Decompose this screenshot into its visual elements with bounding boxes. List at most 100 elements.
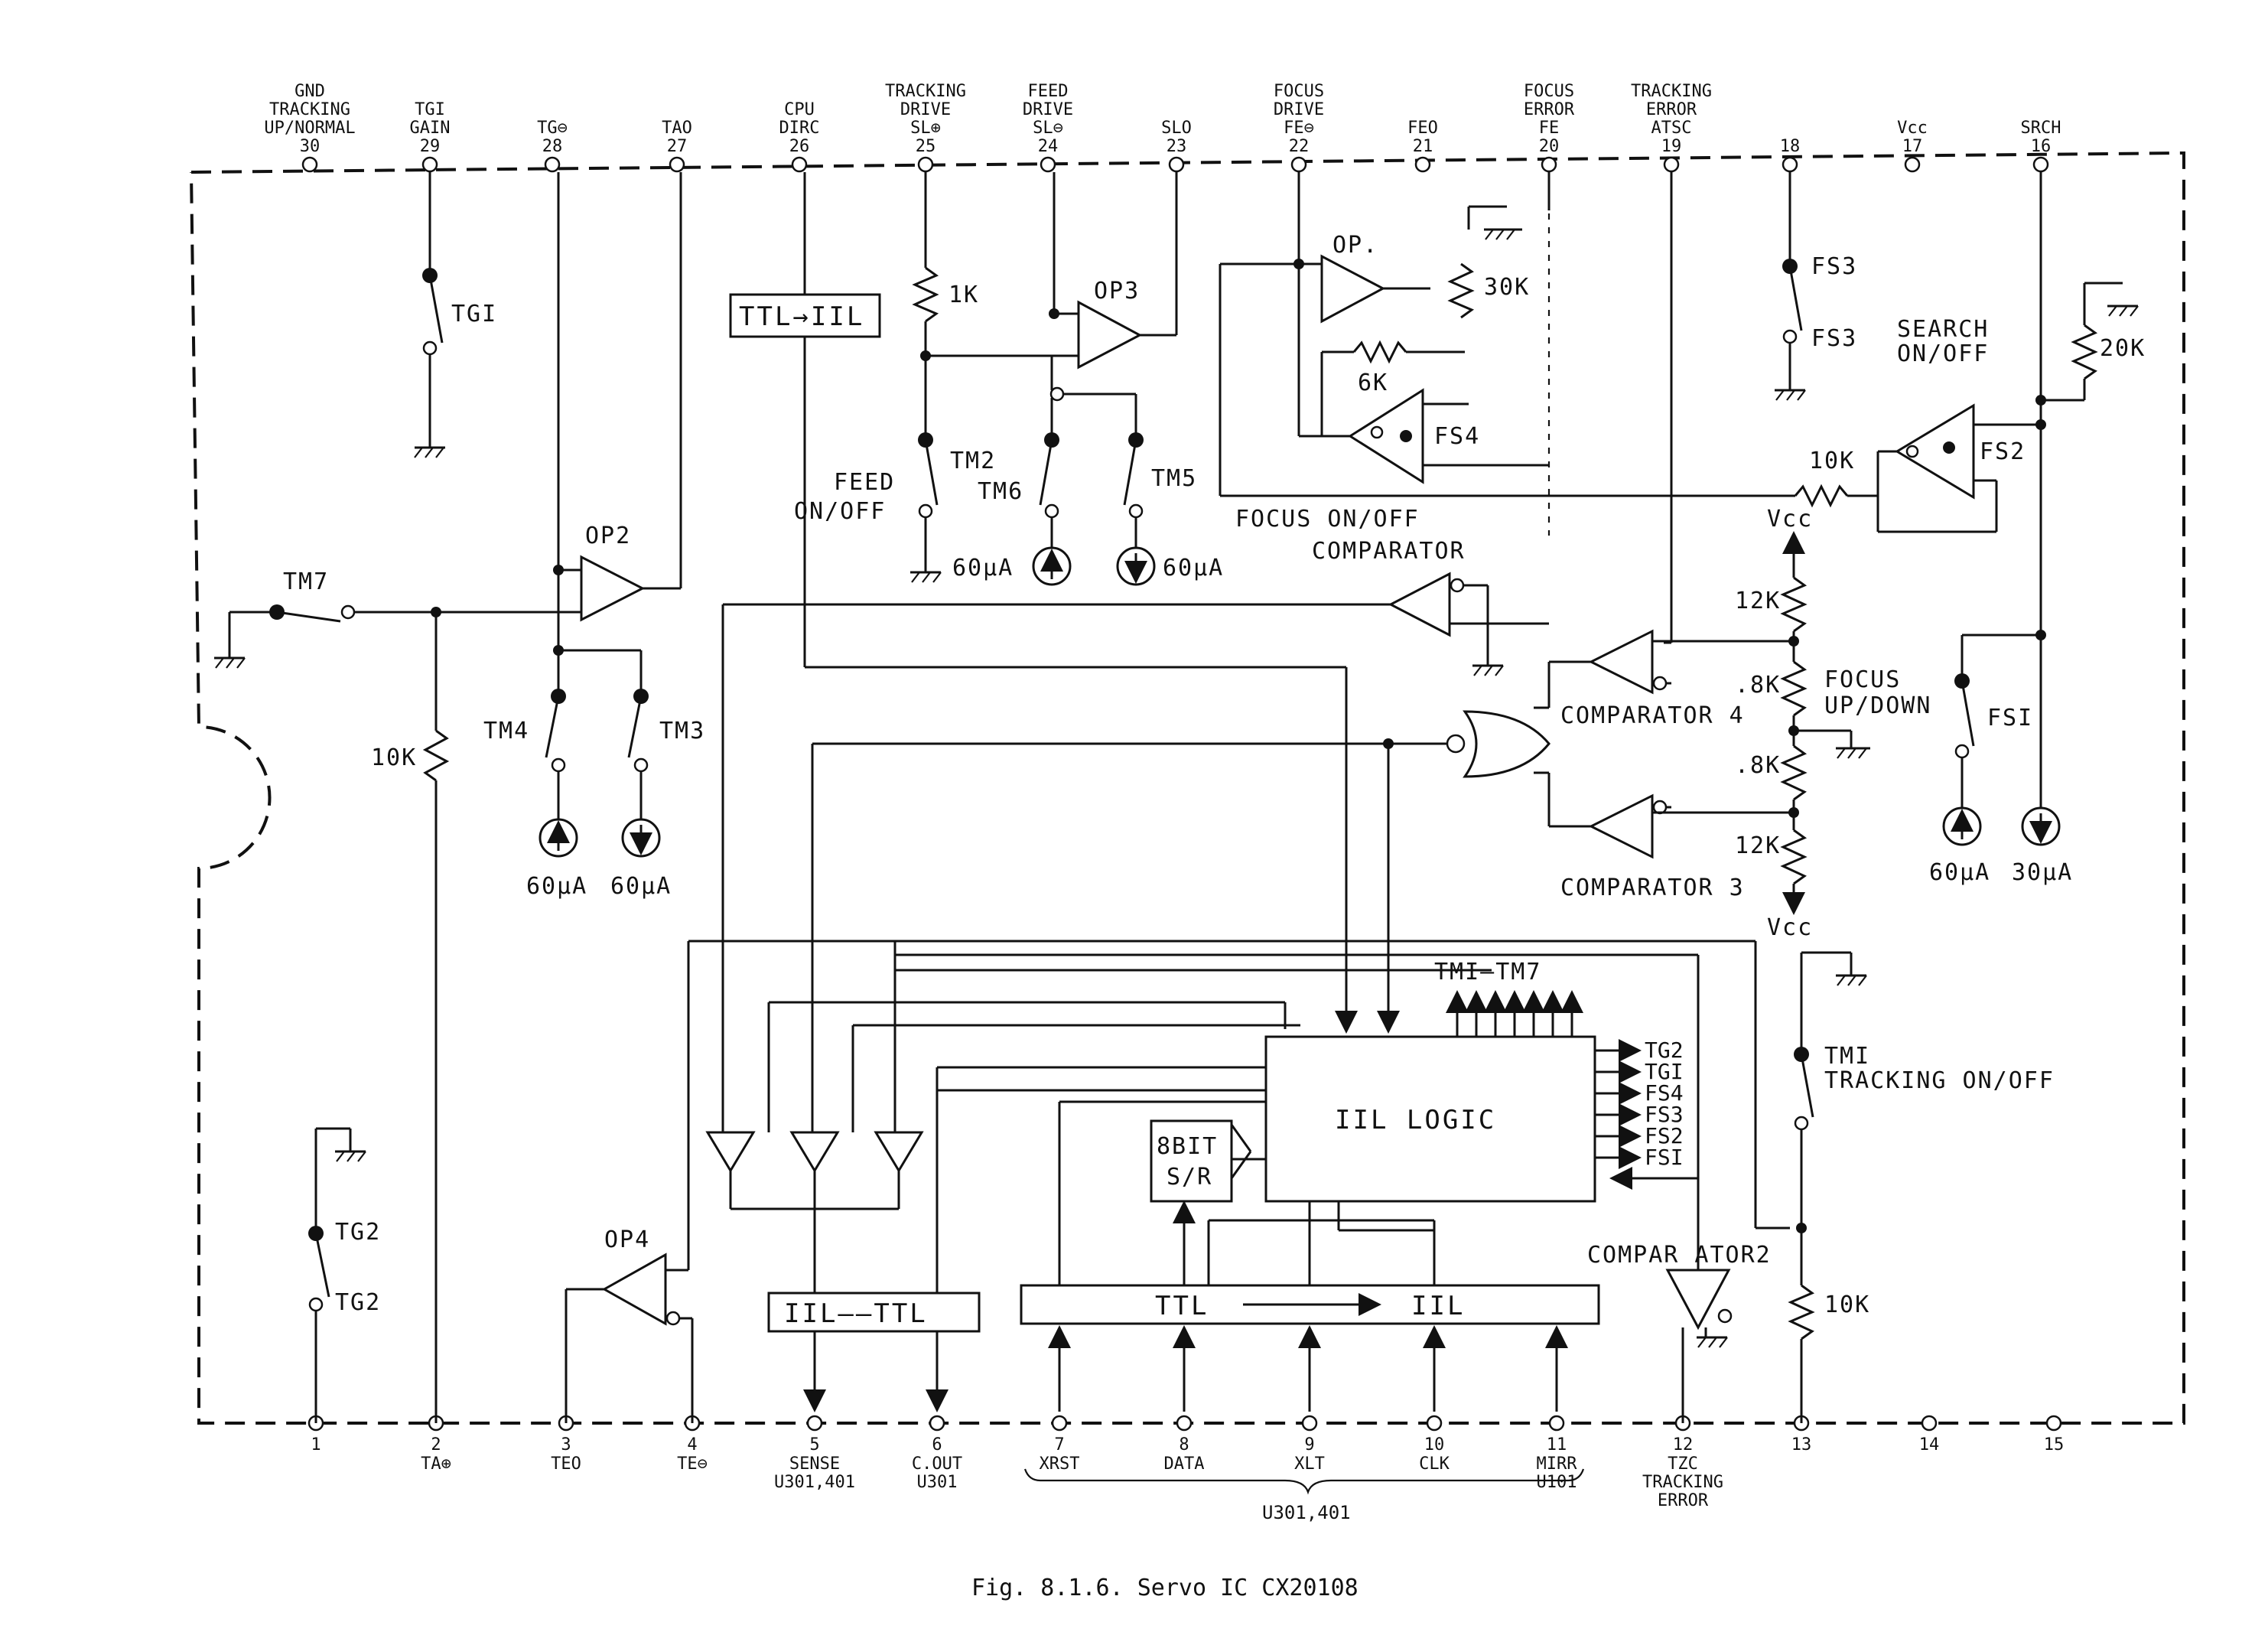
pin-14-number: 14 [1919, 1435, 1940, 1454]
pin-25-terminal [917, 156, 934, 173]
pin-29-label: GAIN [410, 119, 451, 138]
pin-22-terminal [1290, 156, 1307, 173]
r6k-label: 6K [1358, 370, 1388, 396]
fs2-label: FS2 [1980, 438, 2026, 465]
pin-6-terminal [929, 1415, 945, 1432]
pin-14-terminal [1921, 1415, 1938, 1432]
pin-20-label: FOCUS [1524, 82, 1574, 101]
pin-28-number: 28 [542, 137, 563, 156]
r12k-a-label: 12K [1735, 588, 1781, 614]
pin-13: 13 [1791, 1415, 1811, 1454]
pin-23-label: SLO [1161, 119, 1192, 138]
pin-24-number: 24 [1038, 137, 1059, 156]
op4-label: OP4 [604, 1226, 650, 1253]
pin-21-terminal [1414, 156, 1431, 173]
pin-11-terminal [1548, 1415, 1565, 1432]
i60b-label: 60μA [610, 873, 672, 900]
pin-30-label: GND [294, 82, 325, 101]
search-label-2: ON/OFF [1897, 340, 1989, 367]
pin-26-label: DIRC [779, 119, 820, 138]
tg2-label-a: TG2 [335, 1219, 381, 1246]
pin-5-label: U301,401 [774, 1473, 855, 1492]
tg1-switch: TGI [414, 172, 496, 458]
shift-register: 8BIT S/R [1150, 1119, 1266, 1203]
pin-27-number: 27 [667, 137, 688, 156]
pin-20-label: ERROR [1524, 100, 1575, 119]
tm1-label: TMI [1824, 1043, 1870, 1070]
comparator-3: COMPARATOR 3 [1534, 771, 1794, 901]
ttl-iil-bottom-a: TTL [1155, 1291, 1209, 1321]
pin-24-label: SL⊖ [1033, 119, 1063, 138]
pin-2: 2TA⊕ [421, 1415, 451, 1474]
pin-18: 18 [1780, 137, 1801, 173]
pin-12-label: ERROR [1658, 1491, 1709, 1510]
comparator-3-label: COMPARATOR 3 [1560, 875, 1745, 901]
r12k-b-label: 12K [1735, 832, 1781, 859]
r10k-fs2-label: 10K [1809, 448, 1855, 474]
tg2-label-b: TG2 [335, 1289, 381, 1316]
pin-15-number: 15 [2044, 1435, 2065, 1454]
pin-18-terminal [1782, 156, 1798, 173]
pin-10-number: 10 [1424, 1435, 1445, 1454]
sr-label-2: S/R [1167, 1164, 1212, 1191]
pin-2-label: TA⊕ [421, 1454, 451, 1474]
pin-14: 14 [1919, 1415, 1940, 1454]
pin-9-number: 9 [1304, 1435, 1314, 1454]
pin-16-label: SRCH [2021, 119, 2061, 138]
comparator-4-label: COMPARATOR 4 [1560, 702, 1745, 729]
tracking-onoff-label: TRACKING ON/OFF [1824, 1067, 2055, 1094]
pin-11-label: U101 [1537, 1473, 1577, 1492]
fs1-switch: FSI 60μA 30μA [1929, 635, 2071, 886]
pin-20-label: FE [1539, 119, 1560, 138]
r10k-right-label: 10K [1824, 1292, 1870, 1318]
pin-19-label: ERROR [1646, 100, 1697, 119]
pin-7-number: 7 [1054, 1435, 1064, 1454]
sr-label-1: 8BIT [1157, 1133, 1218, 1160]
iil-ttl-label: IIL——TTL [784, 1298, 928, 1329]
pin-12-number: 12 [1673, 1435, 1694, 1454]
tm6-label: TM6 [978, 478, 1023, 505]
focus-onoff-label: FOCUS ON/OFF [1235, 506, 1420, 533]
pin-7-label: XRST [1040, 1454, 1080, 1474]
pin-30-number: 30 [300, 137, 321, 156]
tm4-label: TM4 [483, 718, 529, 744]
r20k-label: 20K [2100, 335, 2146, 362]
pin-26-number: 26 [789, 137, 810, 156]
tm-arrows [1446, 990, 1583, 1037]
pin-19-label: ATSC [1651, 119, 1692, 138]
i60e-label: 60μA [1929, 859, 1990, 886]
pin-16-number: 16 [2031, 137, 2052, 156]
pin-25-label: TRACKING [885, 82, 966, 101]
pin-24-label: FEED [1028, 82, 1069, 101]
pin-8-terminal [1176, 1415, 1193, 1432]
pin-10-terminal [1426, 1415, 1443, 1432]
pin-4-label: TE⊖ [677, 1454, 708, 1474]
pin-22-label: FE⊖ [1284, 119, 1314, 138]
pin-9-label: XLT [1294, 1454, 1325, 1474]
op2-block: OP2 TM4 TM3 60μA 60μA [483, 172, 704, 900]
pin-18-number: 18 [1780, 137, 1801, 156]
pin-28-terminal [544, 156, 561, 173]
fs2-block: 20K FS2 10K [1756, 172, 2146, 834]
pin-21-number: 21 [1413, 137, 1433, 156]
ttl-iil-top-label: TTL→IIL [739, 301, 864, 332]
pin-11-label: MIRR [1537, 1454, 1578, 1474]
focus-ud-label-1: FOCUS [1824, 666, 1901, 693]
pin-29-terminal [421, 156, 438, 173]
pin-5-label: SENSE [789, 1454, 840, 1474]
pin-29-number: 29 [420, 137, 441, 156]
pin-7-terminal [1051, 1415, 1068, 1432]
pin-4-number: 4 [687, 1435, 697, 1454]
